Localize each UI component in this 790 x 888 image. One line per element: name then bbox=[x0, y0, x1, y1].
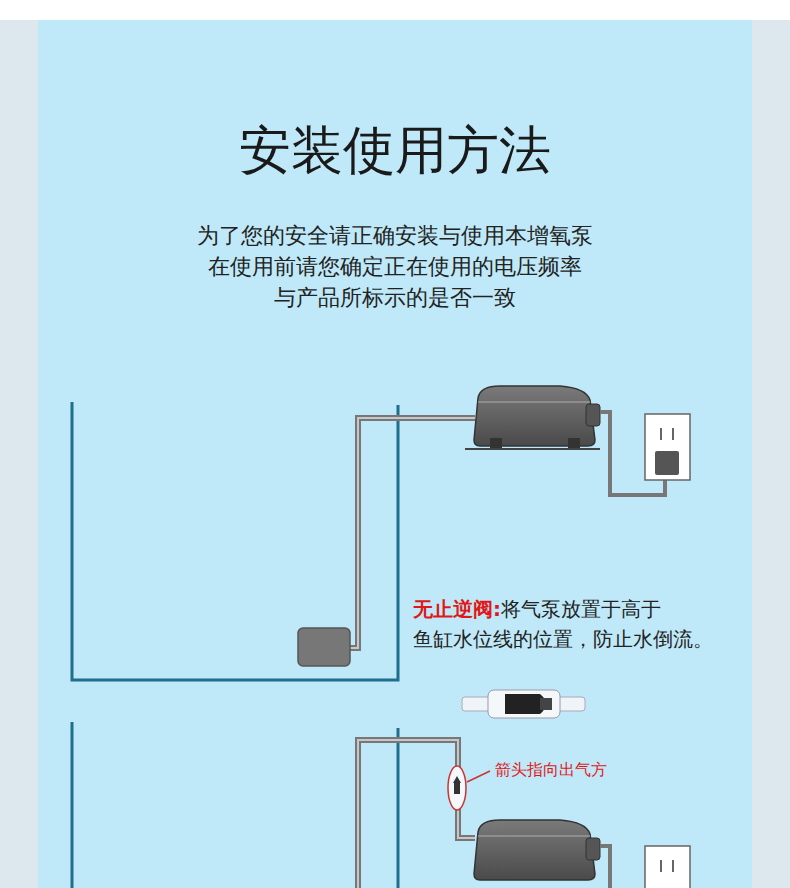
fish-tank bbox=[71, 722, 74, 888]
check-valve bbox=[448, 766, 466, 810]
air-pump bbox=[465, 386, 600, 449]
leader-line bbox=[467, 771, 490, 782]
power-cord bbox=[600, 846, 610, 888]
top-strip bbox=[0, 0, 790, 20]
air-tube bbox=[358, 740, 475, 888]
wall-outlet bbox=[645, 414, 690, 480]
warning-text: 无止逆阀: bbox=[413, 597, 501, 621]
wall-outlet bbox=[645, 846, 690, 888]
title: 安装使用方法 bbox=[0, 118, 790, 182]
air-stone bbox=[298, 628, 350, 666]
subtitle: 为了您的安全请正确安装与使用本增氧泵 在使用前请您确定正在使用的电压频率 与产品… bbox=[175, 220, 615, 313]
fish-tank bbox=[397, 728, 400, 888]
air-pump bbox=[474, 820, 600, 880]
note: 无止逆阀:将气泵放置于高于 鱼缸水位线的位置，防止水倒流。 bbox=[413, 594, 753, 654]
fish-tank bbox=[72, 402, 398, 680]
callout-label: 箭头指向出气方 bbox=[495, 759, 607, 781]
check-valve bbox=[462, 690, 585, 718]
